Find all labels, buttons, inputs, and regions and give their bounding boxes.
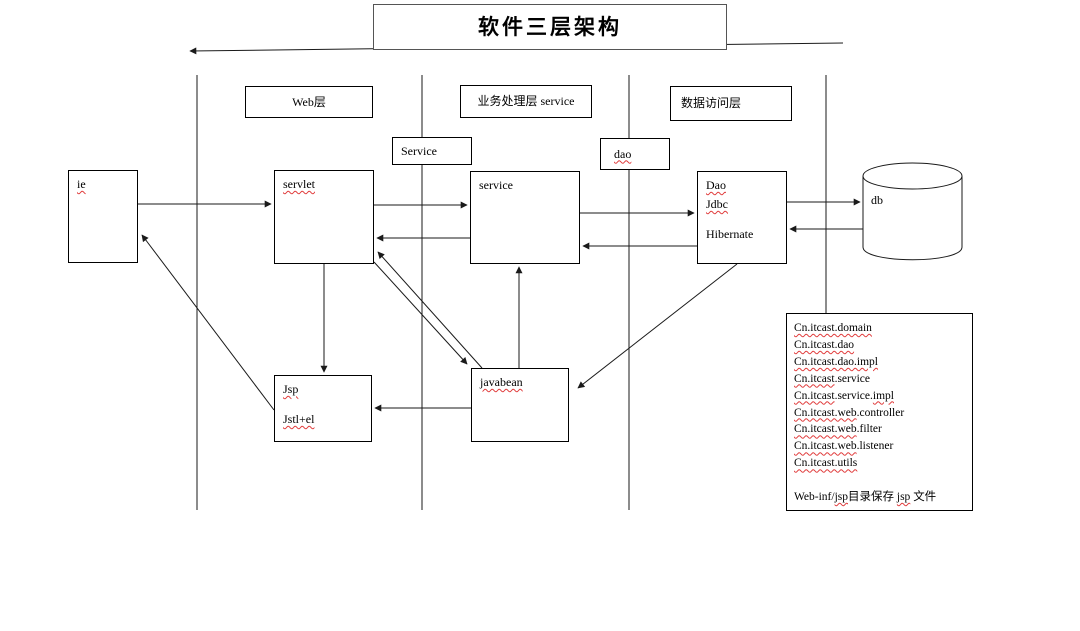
service-label: service [479, 178, 513, 192]
arrow-javabean-to-servlet [377, 251, 483, 369]
package-item: Cn.itcast.web.listener [794, 440, 894, 453]
package-item: Cn.itcast.web.controller [794, 406, 905, 419]
title-box: 软件三层架构 [373, 4, 727, 50]
package-list-box: Cn.itcast.domain Cn.itcast.dao Cn.itcast… [786, 313, 973, 511]
jsp-box: Jsp Jstl+el [274, 375, 372, 442]
package-item-spacer [794, 472, 965, 489]
hibernate-label: Hibernate [706, 227, 754, 241]
data-access-layer-label-box: 数据访问层 [670, 86, 792, 121]
package-item: Cn.itcast.web.filter [794, 423, 882, 436]
arrow-servlet-to-javabean [373, 261, 468, 365]
javabean-box: javabean [471, 368, 569, 442]
diagram-title: 软件三层架构 [478, 14, 622, 39]
data-access-layer-label: 数据访问层 [681, 96, 742, 110]
business-layer-label-box: 业务处理层 service [460, 85, 592, 118]
db-label: db [871, 193, 883, 207]
ie-label: ie [77, 177, 86, 191]
dao-label: Dao [706, 178, 726, 192]
jstl-el-label: Jstl+el [283, 412, 315, 426]
service-interface-label: Service [401, 143, 437, 158]
web-layer-label: Web层 [292, 94, 326, 109]
service-interface-box: Service [392, 137, 472, 165]
package-item: Cn.itcast.dao [794, 338, 855, 351]
package-item: Cn.itcast.dao.impl [794, 355, 879, 368]
jsp-label: Jsp [283, 382, 299, 396]
web-layer-label-box: Web层 [245, 86, 373, 118]
arrow-jsp-to-ie [141, 234, 275, 411]
jdbc-label: Jdbc [706, 197, 728, 211]
package-item: Cn.itcast.domain [794, 322, 872, 334]
servlet-label: servlet [283, 177, 315, 191]
package-item: Cn.itcast.utils [794, 457, 858, 470]
arrow-dao-to-javabean [577, 263, 738, 389]
servlet-box: servlet [274, 170, 374, 264]
business-layer-label: 业务处理层 service [477, 94, 575, 108]
package-item-webinf-note: Web-inf/jsp目录保存 jsp 文件 [794, 491, 937, 504]
dao-interface-box: dao [600, 138, 670, 170]
package-item: Cn.itcast.service.impl [794, 389, 894, 402]
javabean-label: javabean [480, 375, 523, 389]
ie-box: ie [68, 170, 138, 263]
db-cylinder [862, 162, 963, 261]
dao-interface-label: dao [614, 146, 632, 161]
dao-box: Dao Jdbc Hibernate [697, 171, 787, 264]
service-box: service [470, 171, 580, 264]
package-item: Cn.itcast.service [794, 372, 871, 385]
